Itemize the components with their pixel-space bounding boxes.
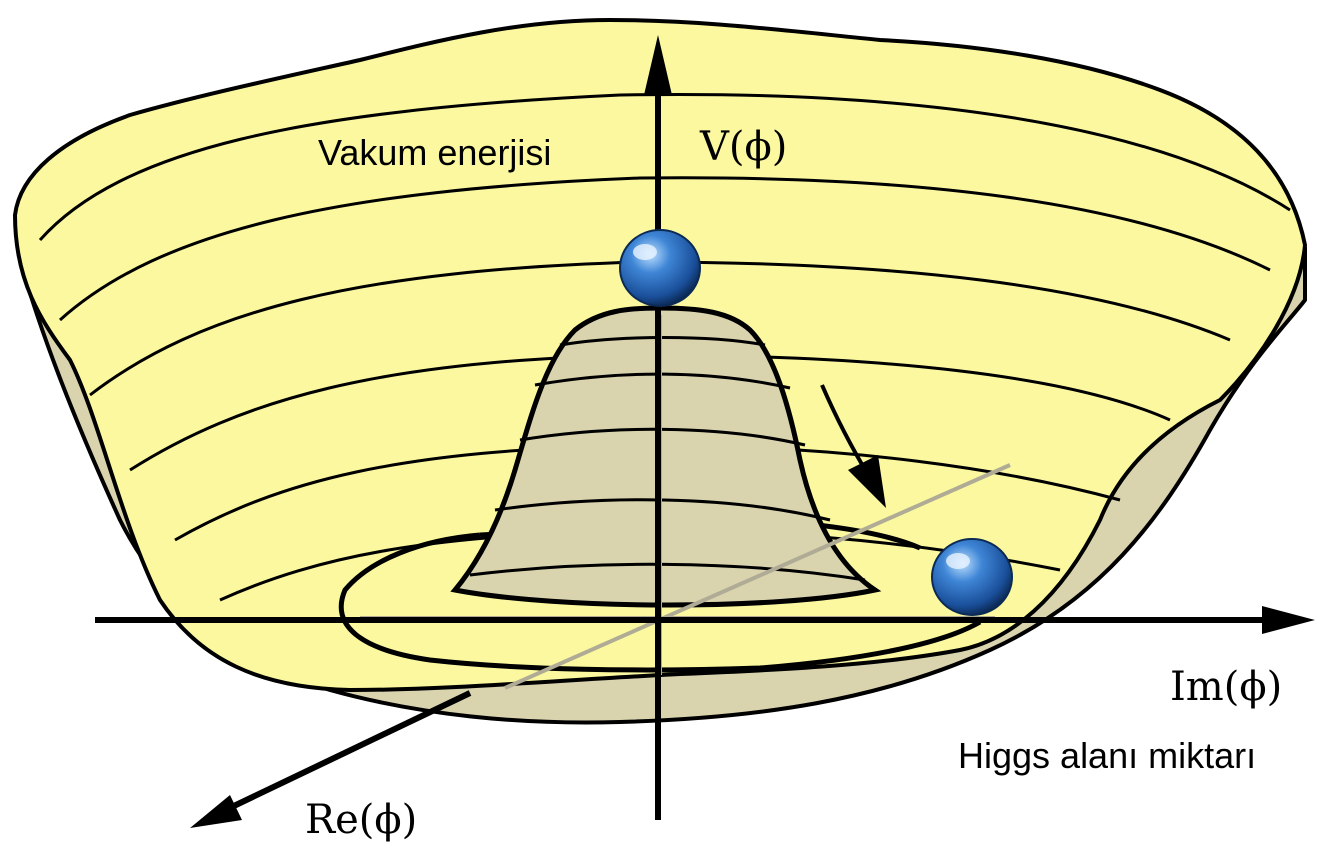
vacuum-energy-label: Vakum enerjisi (318, 132, 551, 173)
ball-valley-icon (931, 538, 1013, 616)
im-axis-arrow-icon (1262, 606, 1315, 634)
v-axis-arrow-icon (644, 35, 672, 95)
rolling-arrowhead-icon (848, 455, 886, 508)
ball-top-icon (619, 229, 701, 307)
axis-arrowheads (190, 35, 1315, 828)
higgs-amount-label: Higgs alanı miktarı (958, 735, 1256, 776)
hill-contours (469, 336, 866, 582)
re-axis-label: Re(ϕ) (305, 797, 417, 843)
re-axis-arrow-icon (190, 795, 242, 828)
v-axis-label: V(ϕ) (699, 124, 787, 170)
axes (95, 60, 1280, 820)
re-axis-line (213, 690, 472, 818)
im-axis-label: Im(ϕ) (1170, 664, 1282, 710)
